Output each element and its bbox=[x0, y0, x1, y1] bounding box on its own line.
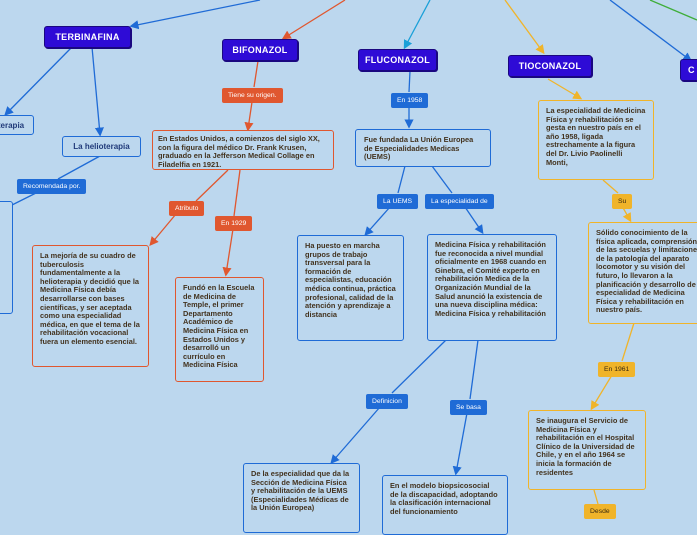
label-definicion: Definicion bbox=[366, 394, 408, 409]
node-origen-estados-unidos[interactable]: En Estados Unidos, a comienzos del siglo… bbox=[152, 130, 334, 170]
topic-tioconazol[interactable]: TIOCONAZOL bbox=[508, 55, 592, 77]
label-su: Su bbox=[612, 194, 633, 209]
node-partial-left[interactable] bbox=[0, 201, 13, 314]
label-tiene-su-origen: Tiene su origen. bbox=[222, 88, 283, 103]
node-fundo-escuela[interactable]: Fundó en la Escuela de Medicina de Templ… bbox=[175, 277, 264, 382]
node-ha-puesto-en-marcha[interactable]: Ha puesto en marcha grupos de trabajo tr… bbox=[297, 235, 404, 341]
node-mejoria-cuadro[interactable]: La mejoría de su cuadro de tuberculosis … bbox=[32, 245, 149, 367]
node-de-la-especialidad-uems[interactable]: De la especialidad que da la Sección de … bbox=[243, 463, 360, 533]
label-la-uems: La UEMS bbox=[377, 194, 419, 209]
node-terapia[interactable]: terapia bbox=[0, 115, 34, 135]
topic-fluconazol[interactable]: FLUCONAZOL bbox=[358, 49, 437, 71]
label-en-1929: En 1929 bbox=[215, 216, 253, 231]
topic-terbinafina[interactable]: TERBINAFINA bbox=[44, 26, 131, 48]
label-la-especialidad-de: La especialidad de bbox=[425, 194, 494, 209]
node-modelo-biopsicosocial[interactable]: En el modelo biopsicosocial de la discap… bbox=[382, 475, 508, 535]
node-fue-fundada-uems[interactable]: Fue fundada La Unión Europea de Especial… bbox=[355, 129, 491, 167]
connector-lines bbox=[4, 0, 697, 505]
label-atributo: Atributo bbox=[169, 201, 205, 216]
node-medicina-fisica-reconocida[interactable]: Medicina Física y rehabilitación fue rec… bbox=[427, 234, 557, 341]
label-en-1958: En 1958 bbox=[391, 93, 429, 108]
node-solido-conocimiento[interactable]: Sólido conocimiento de la física aplicad… bbox=[588, 222, 697, 324]
label-se-basa: Se basa bbox=[450, 400, 487, 415]
node-helioterapia[interactable]: La helioterapia bbox=[62, 136, 141, 157]
topic-partial-right[interactable]: C bbox=[680, 59, 697, 81]
topic-bifonazol[interactable]: BIFONAZOL bbox=[222, 39, 298, 61]
node-especialidad-gesta-1958[interactable]: La especialidad de Medicina Física y reh… bbox=[538, 100, 654, 180]
node-inaugura-servicio[interactable]: Se inaugura el Servicio de Medicina Físi… bbox=[528, 410, 646, 490]
label-en-1961: En 1961 bbox=[598, 362, 636, 377]
label-desde: Desde bbox=[584, 504, 616, 519]
label-recomendada-por: Recomendada por. bbox=[17, 179, 87, 194]
